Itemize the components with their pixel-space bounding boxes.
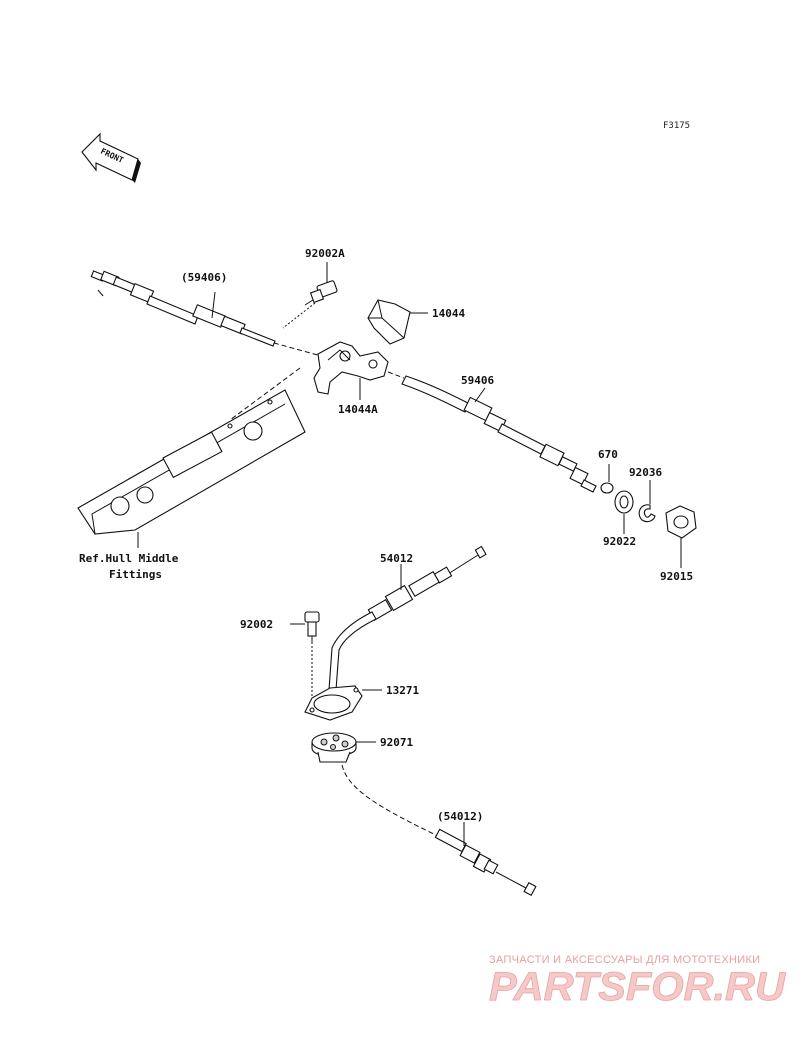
label-54012-ref: (54012): [437, 810, 483, 823]
label-59406-ref: (59406): [181, 271, 227, 284]
steering-cable-59406: [387, 371, 597, 493]
cable-route-line: [341, 764, 443, 839]
watermark-brand: PARTSFOR.RU: [489, 965, 786, 1009]
cover-14044: [367, 299, 411, 345]
o-ring-670: [600, 482, 614, 494]
label-92002a: 92002A: [305, 247, 345, 260]
bolt-92002a: [282, 280, 338, 329]
ref-note-line1: Ref.Hull Middle: [79, 552, 179, 565]
label-54012: 54012: [380, 552, 413, 565]
label-92015: 92015: [660, 570, 693, 583]
label-14044a: 14044A: [338, 403, 378, 416]
grommet-92071: [311, 732, 357, 763]
plate-13271: [304, 685, 363, 721]
washer-92022: [614, 490, 634, 514]
label-670: 670: [598, 448, 618, 461]
hull-middle-fittings: [77, 367, 306, 535]
bolt-92002: [304, 611, 320, 700]
nut-92015: [665, 505, 697, 539]
throttle-cable-54012-end: [434, 828, 537, 897]
label-92022: 92022: [603, 535, 636, 548]
bracket-14044a: [313, 341, 389, 395]
front-arrow-icon: FRONT: [81, 132, 141, 183]
diagram-code: F3175: [663, 121, 690, 131]
throttle-cable-54012: [328, 545, 487, 691]
ref-note-line2: Fittings: [109, 568, 162, 581]
label-92002: 92002: [240, 618, 273, 631]
label-14044: 14044: [432, 307, 465, 320]
watermark-tagline: ЗАПЧАСТИ И АКСЕССУАРЫ ДЛЯ МОТОТЕХНИКИ: [489, 954, 760, 966]
label-13271: 13271: [386, 684, 419, 697]
steering-cable-upper: [90, 270, 326, 358]
label-59406: 59406: [461, 374, 494, 387]
clip-92036: [638, 504, 656, 523]
label-92036: 92036: [629, 466, 662, 479]
label-92071: 92071: [380, 736, 413, 749]
